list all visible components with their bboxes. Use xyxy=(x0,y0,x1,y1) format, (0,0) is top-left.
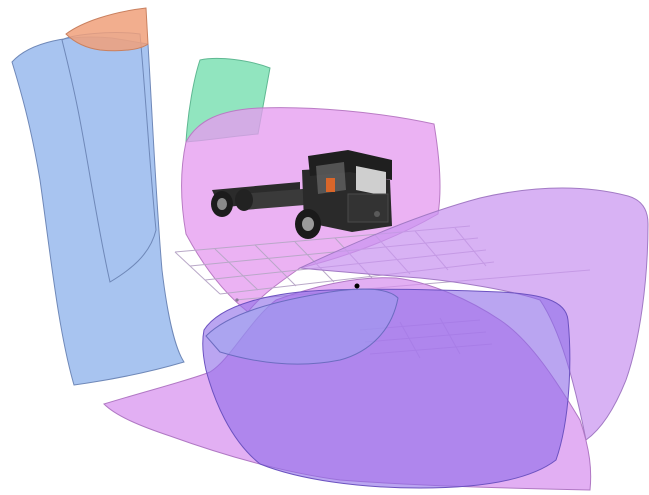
origin-marker xyxy=(355,284,360,289)
left-blue-zone xyxy=(12,33,184,385)
cab-side-panel xyxy=(348,194,388,222)
grid-reference-point xyxy=(235,298,238,301)
rear-wheel-inner xyxy=(235,189,253,211)
rear-wheel-hub xyxy=(217,198,227,210)
front-wheel-hub xyxy=(302,217,314,231)
cab-emblem xyxy=(374,211,380,217)
driver-seat xyxy=(326,178,335,192)
